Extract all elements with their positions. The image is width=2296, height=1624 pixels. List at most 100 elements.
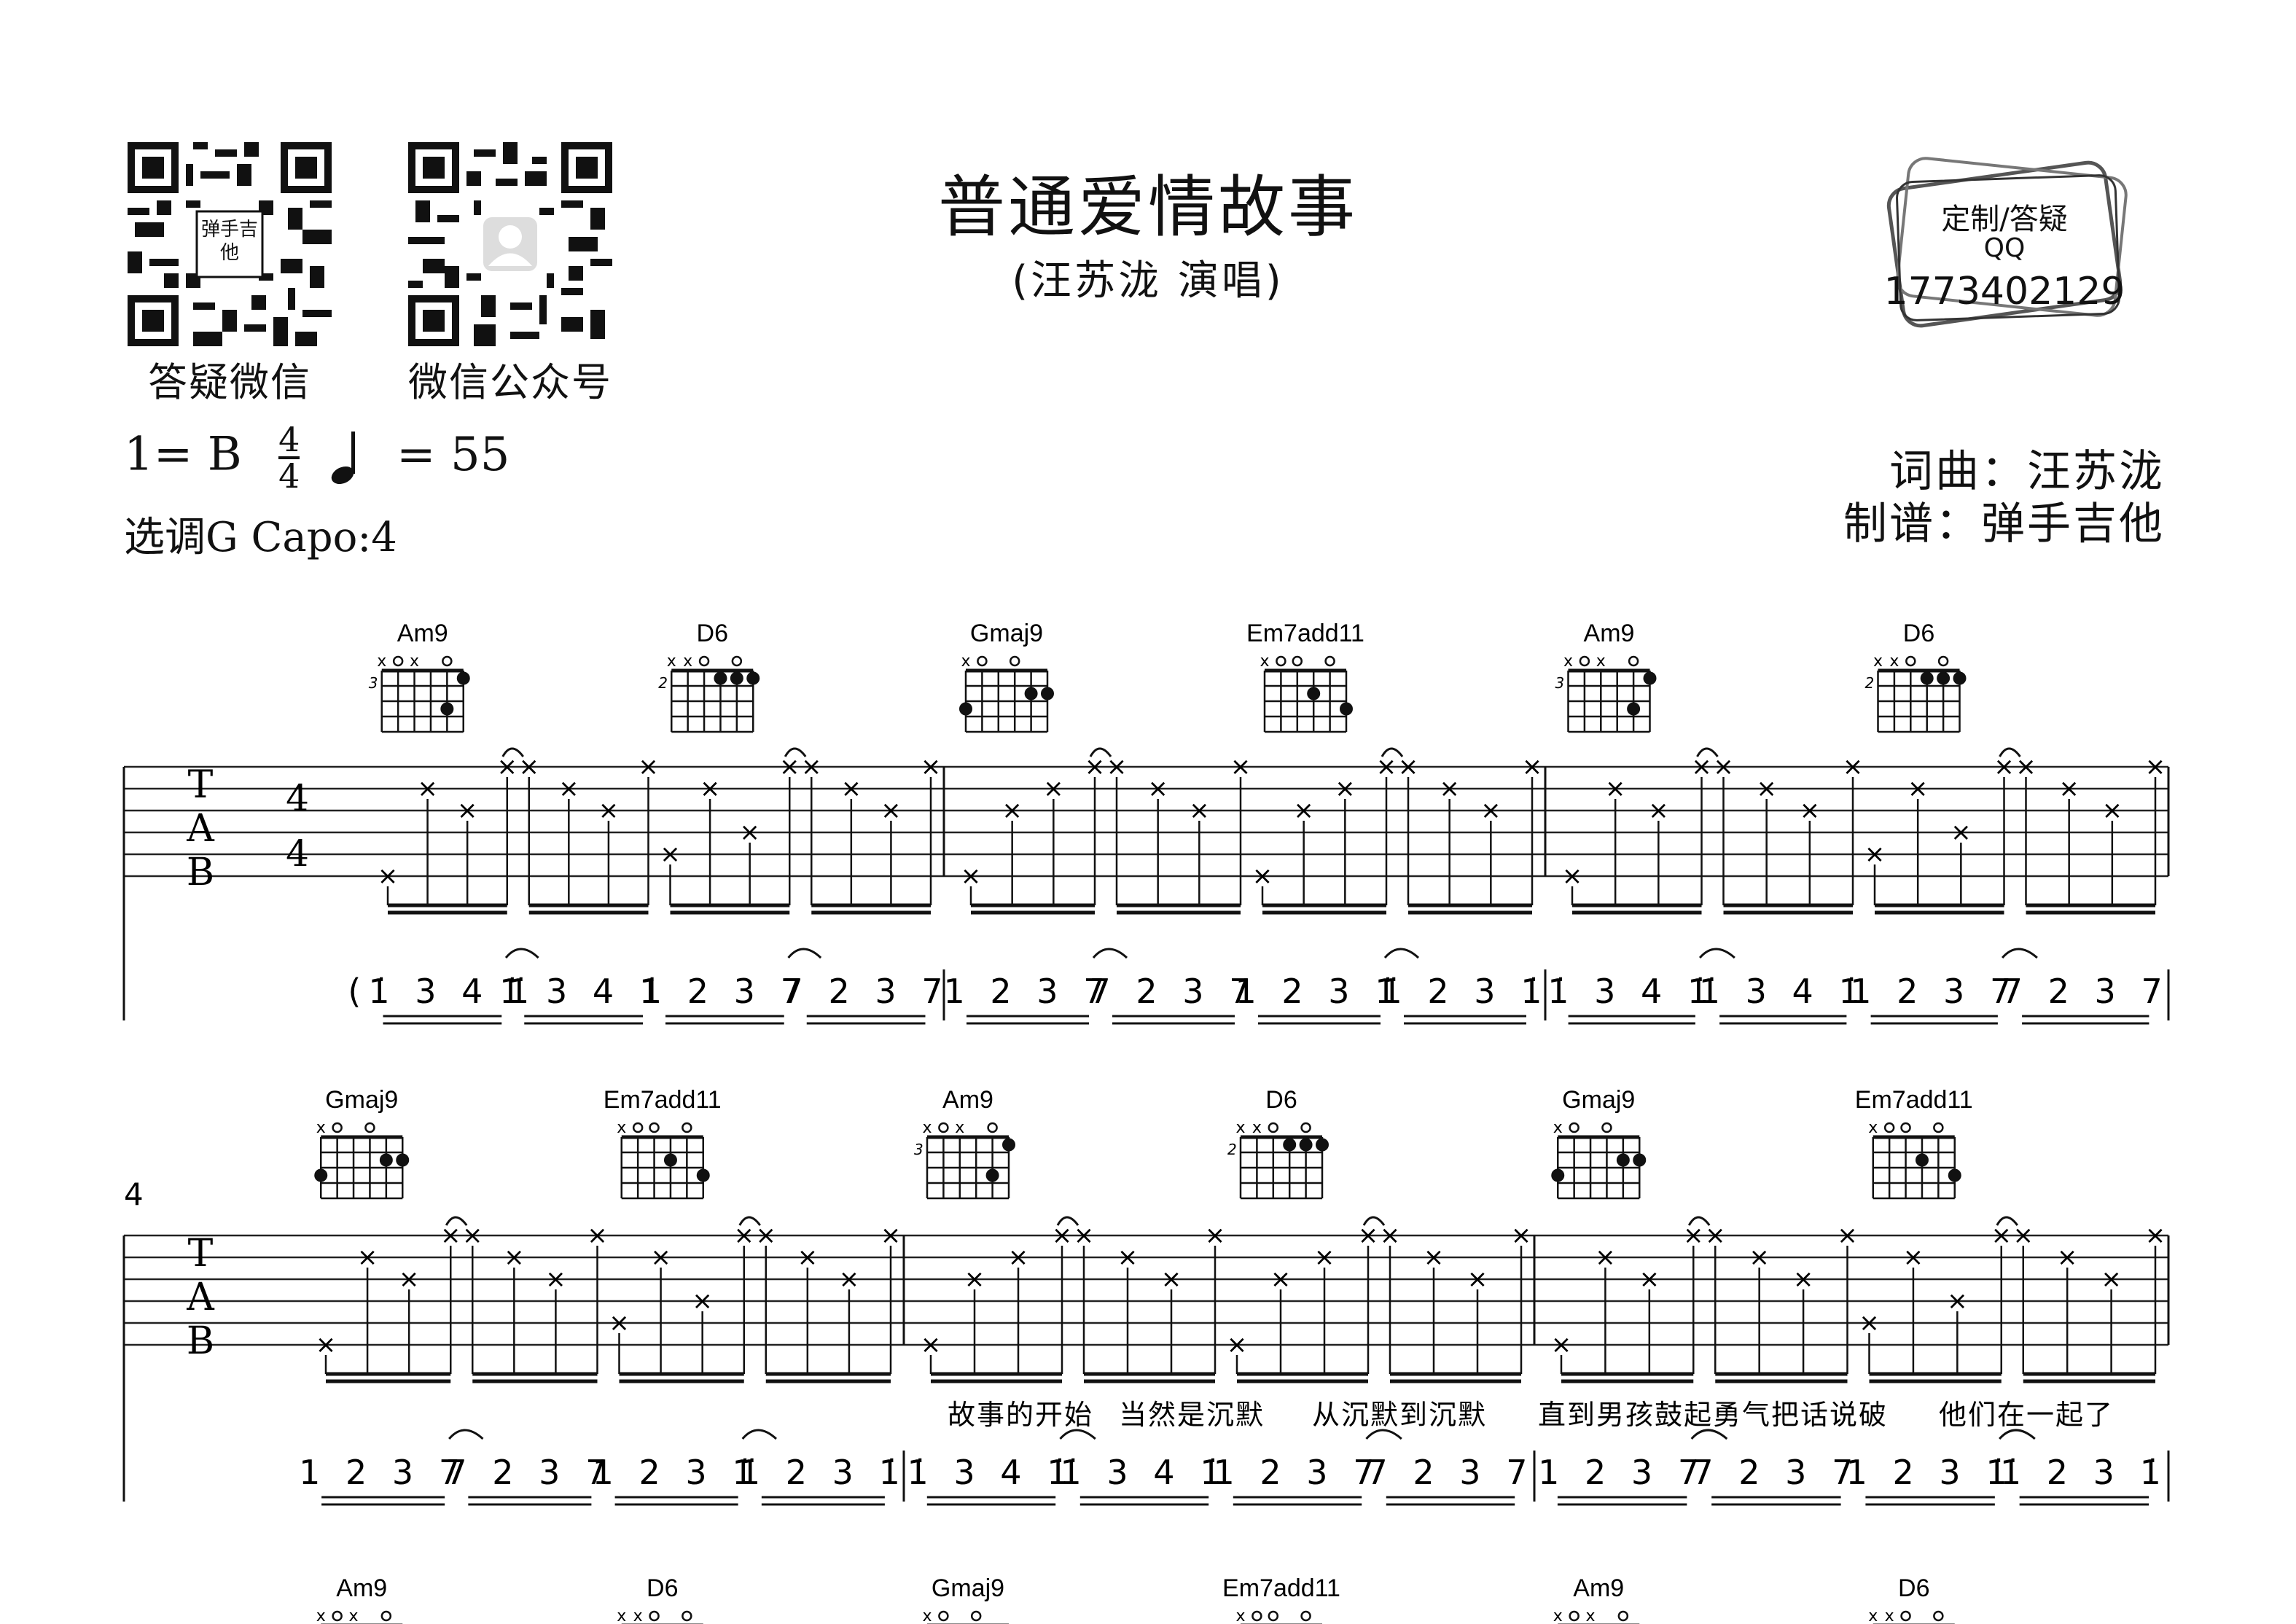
tab-note: ×	[1439, 774, 1460, 803]
chord-name: Am9	[1584, 620, 1635, 647]
chord-mute-mark: x	[1260, 652, 1269, 671]
chord-finger-dot	[1283, 1138, 1297, 1152]
chord-finger-dot	[1551, 1168, 1565, 1182]
chord-finger-dot	[379, 1153, 393, 1167]
jianpu-group: 1 2 3 1̇	[593, 1453, 761, 1492]
chord-open-mark	[1628, 655, 1639, 667]
tab-time-top: 4	[286, 777, 309, 819]
chord-finger-dot	[440, 702, 454, 716]
tab-note: ×	[779, 752, 800, 781]
time-signature: 4 4	[278, 423, 300, 493]
song-title: 普通爱情故事	[937, 168, 1358, 246]
tab-note: ×	[1562, 862, 1583, 891]
qr-code-left: 弹手吉他	[128, 142, 332, 349]
chord-open-mark	[1268, 1122, 1279, 1133]
chord-mute-mark: x	[1235, 1607, 1245, 1624]
tab-note: ×	[921, 752, 942, 781]
tab-note: ×	[2145, 752, 2166, 781]
stamp-line2: QQ	[1983, 233, 2026, 263]
jianpu-group: 1 2 3 7	[1538, 1453, 1706, 1492]
tab-note: ×	[964, 1265, 985, 1294]
chord-open-mark	[987, 1122, 998, 1133]
chord-fret-number: 2	[1865, 674, 1875, 692]
qr-left-caption: 答疑微信	[148, 359, 311, 405]
tab-note: ×	[1595, 1243, 1616, 1272]
tab-note: ×	[587, 1221, 608, 1250]
chord-finger-dot	[1953, 671, 1967, 685]
lyric-text: 故事的开始	[948, 1399, 1093, 1431]
time-bottom: 4	[278, 456, 300, 496]
tab-note: ×	[1480, 796, 1502, 825]
jianpu-group: 1̇ 2 3 1̇	[1381, 972, 1550, 1011]
chord-open-mark	[938, 1610, 949, 1622]
tab-letter: B	[187, 851, 214, 894]
chord-mute-mark: x	[1553, 1607, 1563, 1624]
tab-note: ×	[1424, 1243, 1445, 1272]
tab-note: ×	[2058, 774, 2080, 803]
tie	[1696, 747, 1719, 757]
jianpu-group: 1̇ 2 3 1̇	[2000, 1453, 2168, 1492]
tie	[1056, 1216, 1079, 1226]
tab-note: ×	[1335, 774, 1356, 803]
tab-note: ×	[2101, 1265, 2122, 1294]
tab-note: ×	[1843, 752, 1864, 781]
chord-name: Gmaj9	[1562, 1086, 1635, 1114]
chord-name: D6	[1265, 1086, 1297, 1114]
jianpu-group: 7 2 3 7	[1692, 1453, 1860, 1492]
tab-note: ×	[961, 862, 982, 891]
tab-note: ×	[1376, 752, 1397, 781]
chord-open-mark	[938, 1122, 949, 1133]
tab-note: ×	[1074, 1221, 1095, 1250]
jianpu-tie	[741, 1429, 777, 1440]
tab-note: ×	[2013, 1221, 2034, 1250]
chord-mute-mark: x	[1868, 1607, 1878, 1624]
tab-note: ×	[1270, 1265, 1292, 1294]
tie	[1996, 1216, 2018, 1226]
tab-note: ×	[1991, 1221, 2012, 1250]
tab-note: ×	[378, 862, 399, 891]
jianpu-tie	[1690, 1429, 1728, 1440]
tab-note: ×	[558, 774, 579, 803]
jianpu-group: 7 2 3 7	[782, 972, 950, 1011]
chord-mute-mark: x	[349, 1607, 359, 1624]
chord-name: Em7add11	[604, 1086, 722, 1114]
jianpu-group: (1̇ 3 4 1̇	[348, 972, 536, 1011]
qr-center-label: 弹手吉他	[200, 219, 258, 264]
tab-note: ×	[739, 818, 760, 847]
jianpu-group: 1 2 3 7	[944, 972, 1112, 1011]
chord-mute-mark: x	[922, 1607, 932, 1624]
chord-open-mark	[1905, 655, 1916, 667]
tab-note: ×	[1683, 1221, 1704, 1250]
chord-open-mark	[1324, 655, 1335, 667]
tab-note: ×	[660, 840, 681, 869]
chord-mute-mark: x	[1868, 1119, 1878, 1137]
jianpu-group: 7 2 3 7	[2002, 972, 2170, 1011]
chord-mute-mark: x	[961, 652, 970, 671]
tab-note: ×	[1749, 1243, 1770, 1272]
chord-mute-mark: x	[377, 652, 386, 671]
tab-note: ×	[497, 752, 518, 781]
chord-fret-number: 3	[914, 1141, 924, 1158]
stamp-line3: 1773402129	[1883, 270, 2125, 313]
tab-note: ×	[417, 774, 438, 803]
tie	[1999, 747, 2021, 757]
chord-open-mark	[1883, 1122, 1895, 1133]
chord-name: D6	[647, 1574, 678, 1602]
tab-note: ×	[1639, 1265, 1660, 1294]
tab-note: ×	[880, 796, 902, 825]
tie	[1089, 747, 1112, 757]
key-signature: 1= B 4 4 = 55	[124, 423, 509, 493]
tab-note: ×	[1705, 1221, 1726, 1250]
chord-open-mark	[1617, 1610, 1629, 1622]
chord-open-mark	[649, 1610, 660, 1622]
chord-mute-mark: x	[1586, 1607, 1596, 1624]
tab-note: ×	[1994, 752, 2015, 781]
jianpu-group: 1 2 3 1̇	[1846, 1453, 2015, 1492]
chord-finger-dot	[1316, 1138, 1329, 1152]
chord-mute-mark: x	[1889, 652, 1899, 671]
tab-note: ×	[316, 1330, 337, 1359]
jianpu-group: 1̇ 3 4 1̇	[1699, 972, 1867, 1011]
chord-mute-mark: x	[316, 1119, 326, 1137]
chord-open-mark	[1579, 655, 1590, 667]
